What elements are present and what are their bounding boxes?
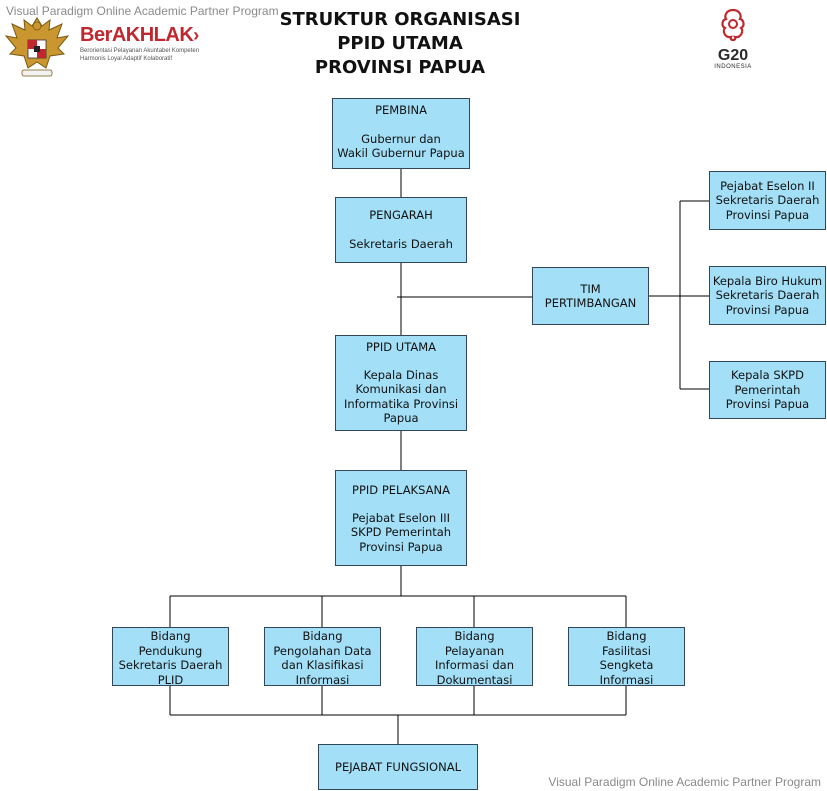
chevron-right-icon: › xyxy=(193,25,199,45)
node-tim-3-line-2: Pemerintah xyxy=(734,382,801,397)
watermark-top: Visual Paradigm Online Academic Partner … xyxy=(6,4,279,18)
berakhlak-word: BerAKHLAK xyxy=(80,24,194,46)
node-bidang-3-line-4: Dokumentasi xyxy=(436,672,513,687)
title-line-2: PPID UTAMA xyxy=(337,33,463,54)
node-pengarah-line-1: Sekretaris Daerah xyxy=(349,236,453,251)
title-line-3: PROVINSI PAPUA xyxy=(314,57,486,78)
node-bidang-1-line-1: Bidang xyxy=(150,629,191,643)
node-ppid-pelaksana[interactable]: PPID PELAKSANA Pejabat Eselon III SKPD P… xyxy=(335,470,467,566)
node-pelaksana-line-1: Pejabat Eselon III xyxy=(351,510,451,525)
node-bidang-4-line-2: Fasilitasi xyxy=(602,643,651,658)
node-tim-pertimbangan[interactable]: TIM PERTIMBANGAN xyxy=(532,267,649,325)
node-tim-line-1: TIM xyxy=(580,281,601,296)
node-utama-line-2: Komunikasi dan xyxy=(355,382,447,396)
title-line-1: STRUKTUR ORGANISASI xyxy=(279,9,521,30)
node-bidang-2-line-2: Pengolahan Data xyxy=(273,643,372,658)
node-bidang-4-line-4: Informasi xyxy=(599,672,654,687)
node-utama-line-1: Kepala Dinas xyxy=(363,367,439,382)
node-bidang-3[interactable]: Bidang Pelayanan Informasi dan Dokumenta… xyxy=(416,627,533,687)
node-pengarah-head: PENGARAH xyxy=(369,208,433,222)
node-utama-line-3: Informatika Provinsi xyxy=(343,396,459,411)
node-tim-1-line-3: Provinsi Papua xyxy=(725,207,810,222)
node-tim-2[interactable]: Kepala Biro Hukum Sekretaris Daerah Prov… xyxy=(709,266,826,325)
node-tim-2-line-2: Sekretaris Daerah xyxy=(715,288,820,303)
node-ppid-utama[interactable]: PPID UTAMA Kepala Dinas Komunikasi dan I… xyxy=(335,335,467,431)
node-pembina-line-2: Wakil Gubernur Papua xyxy=(337,146,465,160)
node-bidang-2-line-3: dan Klasifikasi xyxy=(281,658,364,672)
node-tim-3-line-1: Kepala SKPD xyxy=(731,368,804,383)
node-pelaksana-line-3: Provinsi Papua xyxy=(359,539,443,554)
node-pejabat-fungsional[interactable]: PEJABAT FUNGSIONAL xyxy=(318,744,478,790)
node-bidang-2-line-4: Informasi xyxy=(295,672,350,687)
g20-sub: INDONESIA xyxy=(714,64,752,70)
node-tim-3-line-3: Provinsi Papua xyxy=(725,397,810,412)
node-tim-1-line-1: Pejabat Eselon II xyxy=(720,178,815,193)
page-title: STRUKTUR ORGANISASI PPID UTAMA PROVINSI … xyxy=(240,8,560,80)
node-bidang-3-line-3: Informasi dan xyxy=(434,658,515,672)
node-utama-head: PPID UTAMA xyxy=(366,340,436,354)
node-bidang-1-line-3: Sekretaris Daerah xyxy=(118,658,223,672)
berakhlak-logo: BerAKHLAK› Berorientasi Pelayanan Akunta… xyxy=(80,24,199,63)
node-tim-2-line-1: Kepala Biro Hukum xyxy=(712,273,823,288)
node-pembina-line-1: Gubernur dan xyxy=(361,131,441,146)
node-pelaksana-line-2: SKPD Pemerintah xyxy=(350,525,452,539)
node-tim-line-2: PERTIMBANGAN xyxy=(544,296,637,310)
node-tim-3[interactable]: Kepala SKPD Pemerintah Provinsi Papua xyxy=(709,361,826,419)
node-bidang-1[interactable]: Bidang Pendukung Sekretaris Daerah PLID xyxy=(112,627,229,687)
node-bidang-4-line-3: Sengketa xyxy=(599,658,654,672)
node-bidang-3-line-2: Pelayanan xyxy=(444,643,505,658)
node-utama-line-4: Papua xyxy=(383,411,419,425)
node-bidang-4-line-1: Bidang xyxy=(606,629,647,643)
node-pembina[interactable]: PEMBINA Gubernur dan Wakil Gubernur Papu… xyxy=(332,98,470,169)
node-tim-2-line-3: Provinsi Papua xyxy=(725,302,810,317)
garuda-emblem-icon xyxy=(2,12,72,86)
g20-emblem-icon xyxy=(721,8,745,42)
node-bidang-1-line-2: Pendukung xyxy=(138,643,203,658)
node-tim-1[interactable]: Pejabat Eselon II Sekretaris Daerah Prov… xyxy=(709,171,826,230)
node-bidang-2[interactable]: Bidang Pengolahan Data dan Klasifikasi I… xyxy=(264,627,381,687)
node-fungsional-head: PEJABAT FUNGSIONAL xyxy=(335,759,461,774)
berakhlak-line1: Berorientasi Pelayanan Akuntabel Kompete… xyxy=(80,48,200,54)
watermark-bottom: Visual Paradigm Online Academic Partner … xyxy=(548,775,821,789)
node-pelaksana-head: PPID PELAKSANA xyxy=(352,483,450,497)
node-bidang-4[interactable]: Bidang Fasilitasi Sengketa Informasi xyxy=(568,627,685,687)
node-bidang-2-line-1: Bidang xyxy=(302,629,343,643)
g20-logo: G20 INDONESIA xyxy=(707,8,759,70)
node-pengarah[interactable]: PENGARAH Sekretaris Daerah xyxy=(335,197,467,263)
berakhlak-line2: Harmonis Loyal Adaptif Kolaboratif xyxy=(80,56,173,62)
g20-word: G20 xyxy=(717,47,749,64)
node-bidang-1-line-4: PLID xyxy=(157,672,184,687)
node-tim-1-line-2: Sekretaris Daerah xyxy=(715,193,820,208)
node-pembina-head: PEMBINA xyxy=(375,103,427,117)
node-bidang-3-line-1: Bidang xyxy=(454,629,495,643)
